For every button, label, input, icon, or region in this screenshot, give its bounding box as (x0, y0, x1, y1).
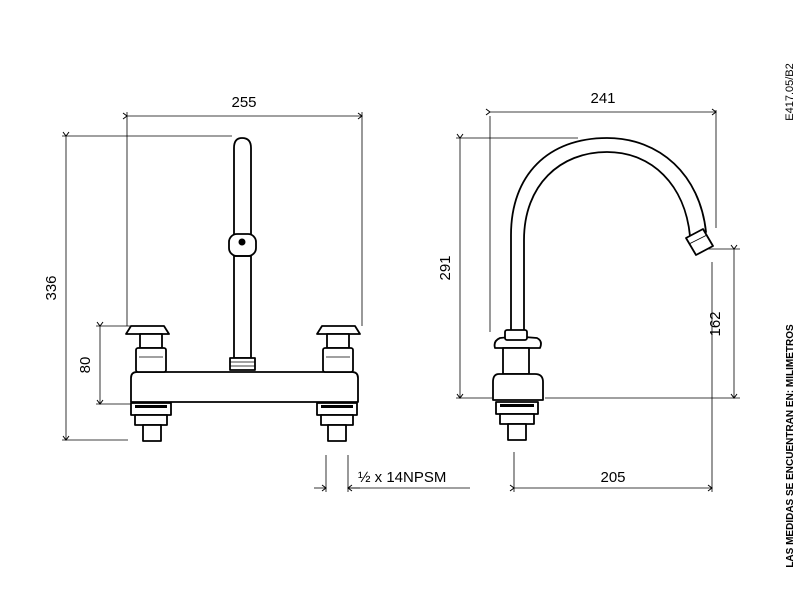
spout-tube (233, 137, 252, 247)
side-lock-nut (495, 401, 539, 415)
side-view-dimensions: 241 291 162 205 (437, 90, 738, 492)
right-handle-cap (326, 333, 350, 349)
front-view-faucet (62, 112, 363, 442)
right-shank (327, 424, 347, 442)
gooseneck-inner (523, 151, 691, 333)
left-valve-body (135, 347, 167, 373)
width-label: 255 (231, 94, 256, 111)
spout-base-nut (229, 357, 256, 371)
washer (500, 404, 534, 407)
deck-plate (130, 371, 359, 403)
handle-height-label: 80 (77, 357, 94, 374)
left-lock-nut (130, 402, 172, 416)
spout-riser (233, 255, 252, 359)
left-handle-cross (125, 325, 170, 335)
left-shank-nut (134, 414, 168, 426)
side-shank (507, 423, 527, 441)
thread-label: ½ x 14NPSM (358, 469, 446, 486)
side-base (492, 373, 544, 401)
aerator-hole (238, 238, 246, 246)
spout-height-label: 162 (707, 311, 724, 336)
height-label: 336 (43, 275, 60, 300)
washer (321, 405, 353, 408)
drawing-code: E417.05/B2 (784, 63, 796, 121)
spout-tip-line (688, 234, 708, 245)
right-shank-nut (320, 414, 354, 426)
left-handle-cap (139, 333, 163, 349)
side-shank-nut (499, 413, 535, 425)
washer (135, 405, 167, 408)
reach-label: 241 (590, 90, 615, 107)
units-note: LAS MEDIDAS SE ENCUENTRAN EN: MILIMETROS (785, 324, 796, 568)
side-height-label: 291 (437, 255, 454, 280)
right-handle-cross (316, 325, 361, 335)
right-valve-body (322, 347, 354, 373)
right-lock-nut (316, 402, 358, 416)
depth-label: 205 (600, 469, 625, 486)
side-valve-body (502, 347, 530, 375)
gooseneck-outer (510, 137, 707, 333)
left-shank (142, 424, 162, 442)
side-view-faucet (456, 110, 740, 441)
side-handle-cap (504, 329, 528, 341)
front-view-dimensions: 255 336 80 ½ x 14NPSM (43, 94, 470, 492)
